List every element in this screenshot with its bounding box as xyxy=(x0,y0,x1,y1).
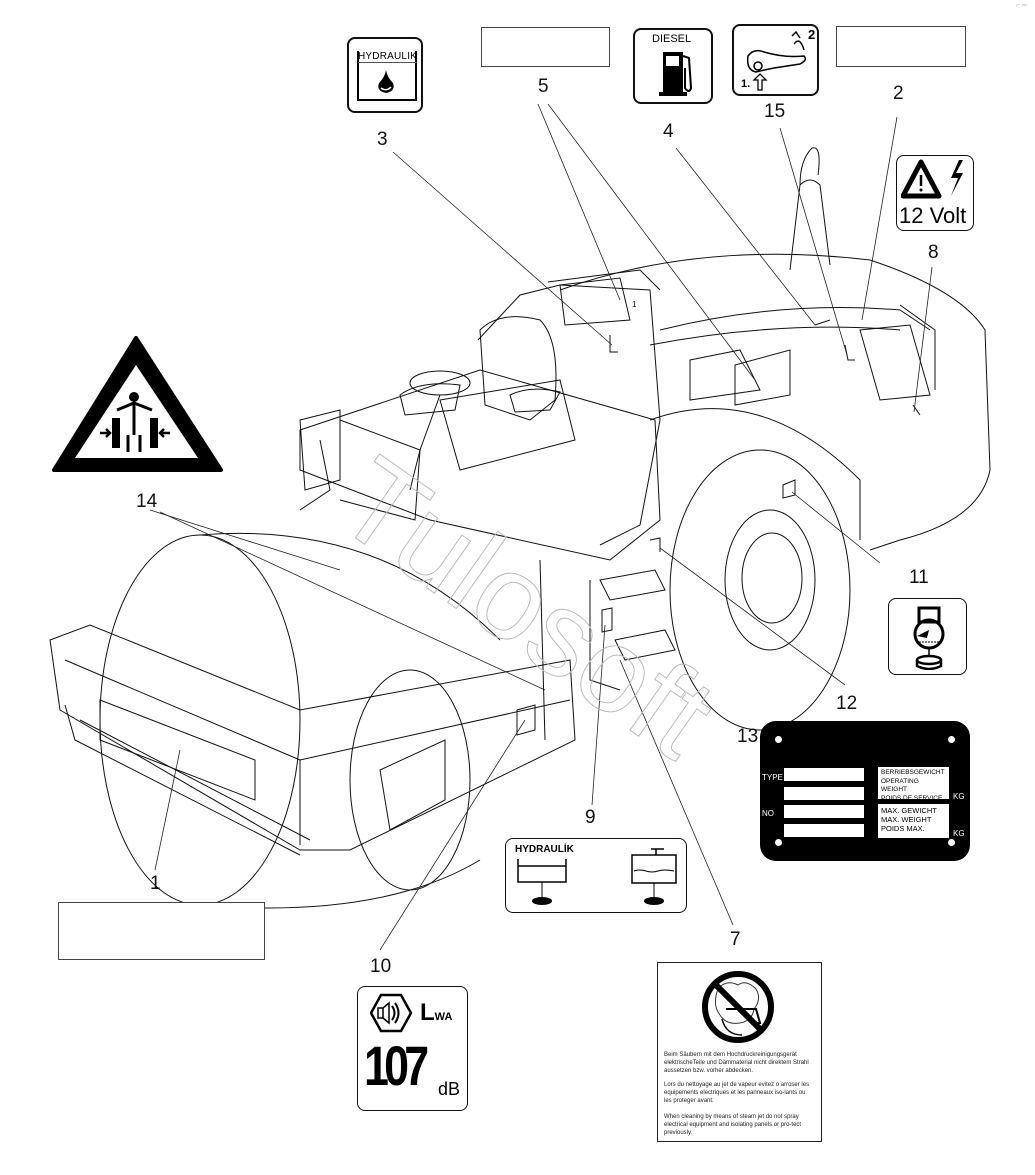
rear-body-outline xyxy=(559,253,991,551)
hydraulik-label: HYDRAULIK xyxy=(358,51,418,63)
callout-13: 13 xyxy=(737,726,759,747)
warning-text-fr: Lors du nettoyage au jet de vapeur evite… xyxy=(664,1082,810,1104)
plate-no-field xyxy=(784,805,864,818)
leader-14a xyxy=(149,509,341,571)
diesel-decal: DIESEL xyxy=(633,28,713,104)
watermark: Tulosoft xyxy=(315,432,738,784)
callout-7: 7 xyxy=(730,929,741,950)
plate-operating-weight-box: BERRIEBSGEWICHT OPERATING WEIGHT POIDS D… xyxy=(878,767,949,802)
leader-4 xyxy=(675,147,816,326)
callout-10: 10 xyxy=(370,956,392,977)
warning-text-en: When cleaning by means of steam jet do n… xyxy=(664,1114,802,1136)
leader-15 xyxy=(779,127,848,356)
leader-5b xyxy=(547,103,756,381)
type-plate: TYPE NO BERRIEBSGEWICHT OPERATING WEIGHT… xyxy=(760,721,970,861)
oil-drain-decal xyxy=(888,598,967,675)
callout-15: 15 xyxy=(764,101,786,122)
leader-7 xyxy=(619,659,734,926)
callout-12: 12 xyxy=(836,693,858,714)
leader-2 xyxy=(861,116,898,321)
front-drum xyxy=(99,534,301,906)
callout-5: 5 xyxy=(538,76,549,97)
plate-hole-br xyxy=(948,839,955,846)
plate-max-weight-box: MAX. GEWICHT MAX. WEIGHT POIDS MAX. xyxy=(878,804,949,838)
operating-weight-de: BERRIEBSGEWICHT xyxy=(881,769,945,776)
lever-step-2: 2 xyxy=(808,27,816,42)
leader-5a xyxy=(537,103,621,301)
callout-8: 8 xyxy=(928,242,939,263)
leader-9 xyxy=(591,624,606,806)
max-weight-en: MAX. WEIGHT xyxy=(881,815,932,824)
hydraulik-oil-decal: HYDRAULIK xyxy=(347,37,423,113)
max-weight-de: MAX. GEWICHT xyxy=(881,806,937,815)
plate-hole-tr xyxy=(948,736,955,743)
blank-label-1 xyxy=(58,902,265,960)
operator-seat xyxy=(479,316,557,421)
plate-type-field xyxy=(784,768,864,781)
callout-1: 1 xyxy=(150,873,161,894)
callout-9: 9 xyxy=(585,807,596,828)
callout-11: 11 xyxy=(909,567,929,588)
corner-mark: ⌐ ═ xyxy=(1016,2,1027,9)
plate-type-label: TYPE xyxy=(762,773,783,782)
crush-hazard-icon xyxy=(52,336,223,472)
exhaust-pipe xyxy=(789,179,831,271)
operating-weight-fr: POIDS DE SERVICE xyxy=(881,794,943,802)
hydraulic-tanks-icon xyxy=(517,848,677,905)
sound-icon xyxy=(370,993,412,1033)
volt-label: 12 Volt xyxy=(899,203,967,228)
no-steam-cleaning-icon xyxy=(702,971,774,1043)
noise-lwa-sub: WA xyxy=(434,1011,453,1023)
leader-10 xyxy=(379,719,526,951)
callout-3: 3 xyxy=(377,129,388,150)
leader-11 xyxy=(791,491,881,564)
noise-value: 107 xyxy=(364,1034,429,1097)
diesel-label: DIESEL xyxy=(652,33,692,45)
plate-no-label: NO xyxy=(762,809,774,818)
front-frame xyxy=(49,624,576,851)
operating-weight-en: OPERATING WEIGHT xyxy=(881,777,919,794)
leader-3 xyxy=(392,151,613,346)
lever-icon xyxy=(746,30,807,91)
lever-step-1: 1. xyxy=(741,78,751,90)
plate-kg-label-1: KG xyxy=(953,792,965,801)
oil-drain-icon xyxy=(913,606,945,670)
plate-hole-bl xyxy=(775,839,782,846)
hydraulik-tanks-decal: HYDRAULİK xyxy=(505,838,687,913)
callout-2: 2 xyxy=(893,83,904,104)
hydraulik-tank-frame xyxy=(357,51,417,101)
callout-4: 4 xyxy=(663,121,674,142)
callout-14: 14 xyxy=(136,491,158,512)
leader-14b xyxy=(159,511,546,691)
leader-1 xyxy=(154,749,181,871)
steam-cleaning-warning: Beim Säubern mit dem Hochdruckreinigungs… xyxy=(657,962,822,1142)
plate-hole-tl xyxy=(775,736,782,743)
hydraulik-tanks-label: HYDRAULİK xyxy=(515,844,574,855)
volt-decal: 12 Volt xyxy=(896,155,974,231)
noise-unit: dB xyxy=(438,1079,461,1099)
plate-kg-label-2: KG xyxy=(953,829,965,838)
noise-level-decal: LWA 107 dB xyxy=(357,986,468,1111)
warning-text-de: Beim Säubern mit dem Hochdruckreinigungs… xyxy=(664,1052,809,1074)
max-weight-fr: POIDS MAX. xyxy=(881,824,925,833)
leader-8 xyxy=(913,266,933,413)
blank-label-2 xyxy=(836,26,966,67)
electric-warning-icon xyxy=(901,159,963,199)
leader-12 xyxy=(659,547,846,686)
step-upper xyxy=(599,569,666,601)
step-lower xyxy=(614,629,676,661)
lever-decal: 1. 2 xyxy=(732,24,819,96)
plate-no-field-2 xyxy=(784,824,864,837)
blank-label-5 xyxy=(481,27,610,67)
plate-type-field-2 xyxy=(784,787,864,800)
fuel-pump-icon xyxy=(659,52,693,96)
on-machine-marker: 1 xyxy=(632,300,637,309)
oil-drop-icon xyxy=(378,70,394,93)
noise-lwa-label: LWA xyxy=(420,999,453,1026)
